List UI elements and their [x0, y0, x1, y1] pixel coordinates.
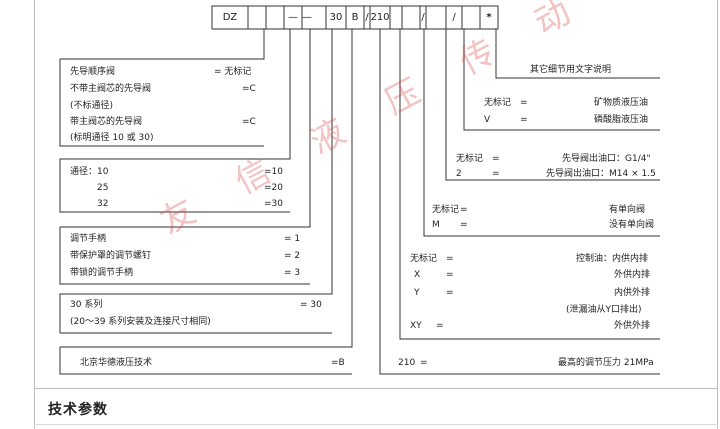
type-label-0: 先导顺序阀 [70, 67, 116, 77]
type-label-4: (标明通径 10 或 30) [70, 133, 154, 143]
pressure-val: 最高的调节压力 21MPa [558, 358, 654, 368]
maker-code: =B [331, 358, 345, 368]
port-val-1: 先导阀出油口：M14 × 1.5 [546, 169, 656, 179]
port-key-0: 无标记 [456, 154, 484, 164]
code-cell-slash-1: / [365, 12, 369, 23]
section-heading: 技术参数 [48, 402, 108, 418]
size-label-2: 32 [97, 199, 109, 209]
other-details: 其它细节用文字说明 [530, 65, 612, 75]
medium-key-1: V [484, 115, 491, 125]
port-eq-1: = [492, 169, 500, 179]
maker-label: 北京华德液压技术 [80, 358, 153, 368]
port-val-0: 先导阀出油口：G1/4" [562, 154, 651, 164]
adjust-code-1: = 2 [284, 251, 301, 261]
medium-eq-1: = [520, 115, 528, 125]
check-val-0: 有单向阀 [609, 205, 646, 215]
code-cell-prefix: DZ [222, 12, 238, 23]
drain-key-2: Y [414, 288, 420, 298]
code-cell-slash-2: / [421, 12, 425, 23]
medium-key-0: 无标记 [484, 98, 512, 108]
code-cell-maker: B [351, 12, 359, 23]
adjust-label-0: 调节手柄 [70, 234, 107, 244]
medium-val-1: 磷酸脂液压油 [594, 115, 649, 125]
pressure-eq: = [420, 358, 428, 368]
drain-val-2: 内供外排 [614, 288, 651, 298]
size-label-1: 25 [97, 183, 109, 193]
page-frame [34, 0, 718, 429]
drain-eq-2: = [446, 288, 454, 298]
series-code-0: = 30 [300, 300, 322, 310]
series-label-1: (20～39 系列安装及连接尺寸相同) [70, 317, 211, 327]
bottom-divider [34, 424, 718, 425]
code-cell-dash-2: — [302, 12, 312, 23]
type-code-3: =C [242, 117, 256, 127]
size-label-0: 通径：10 [70, 167, 109, 177]
check-eq-0: = [460, 205, 468, 215]
check-val-1: 没有单向阀 [609, 220, 655, 230]
adjust-label-1: 带保护罩的调节螺钉 [70, 251, 152, 261]
port-key-1: 2 [456, 169, 462, 179]
medium-val-0: 矿物质液压油 [594, 98, 649, 108]
drain-key-0: 无标记 [410, 254, 438, 264]
type-label-1: 不带主阀芯的先导阀 [70, 84, 152, 94]
drain-key-1: X [414, 270, 421, 280]
port-eq-0: = [492, 154, 500, 164]
drain-val-4: 外供外排 [614, 321, 651, 331]
check-key-1: M [432, 220, 440, 230]
section-divider [34, 388, 718, 389]
code-cell-pressure: 210 [370, 12, 390, 23]
size-code-2: =30 [264, 199, 283, 209]
series-label-0: 30 系列 [70, 300, 103, 310]
drain-key-4: XY [410, 321, 422, 331]
size-code-1: =20 [264, 183, 283, 193]
code-cell-dash-1: — [288, 12, 298, 23]
drain-eq-0: = [446, 254, 454, 264]
type-code-1: =C [242, 84, 256, 94]
medium-eq-0: = [520, 98, 528, 108]
type-label-3: 带主阀芯的先导阀 [70, 117, 143, 127]
code-cell-slash-3: / [452, 12, 456, 23]
adjust-code-0: = 1 [284, 234, 301, 244]
check-eq-1: = [460, 220, 468, 230]
drain-eq-1: = [446, 270, 454, 280]
drain-eq-4: = [436, 321, 444, 331]
check-key-0: 无标记 [432, 205, 460, 215]
type-label-2: (不标通径) [70, 101, 114, 111]
size-code-0: =10 [264, 167, 283, 177]
adjust-label-2: 带锁的调节手柄 [70, 268, 134, 278]
drain-val-1: 外供内排 [614, 270, 651, 280]
type-code-0: = 无标记 [214, 67, 252, 77]
code-cell-series: 30 [329, 12, 343, 23]
pressure-key: 210 [398, 358, 416, 368]
drain-note: (泄漏油从Y口排出) [566, 305, 642, 315]
drain-val-0: 控制油：内供内排 [576, 254, 649, 264]
adjust-code-2: = 3 [284, 268, 301, 278]
code-cell-star: * [486, 12, 492, 23]
